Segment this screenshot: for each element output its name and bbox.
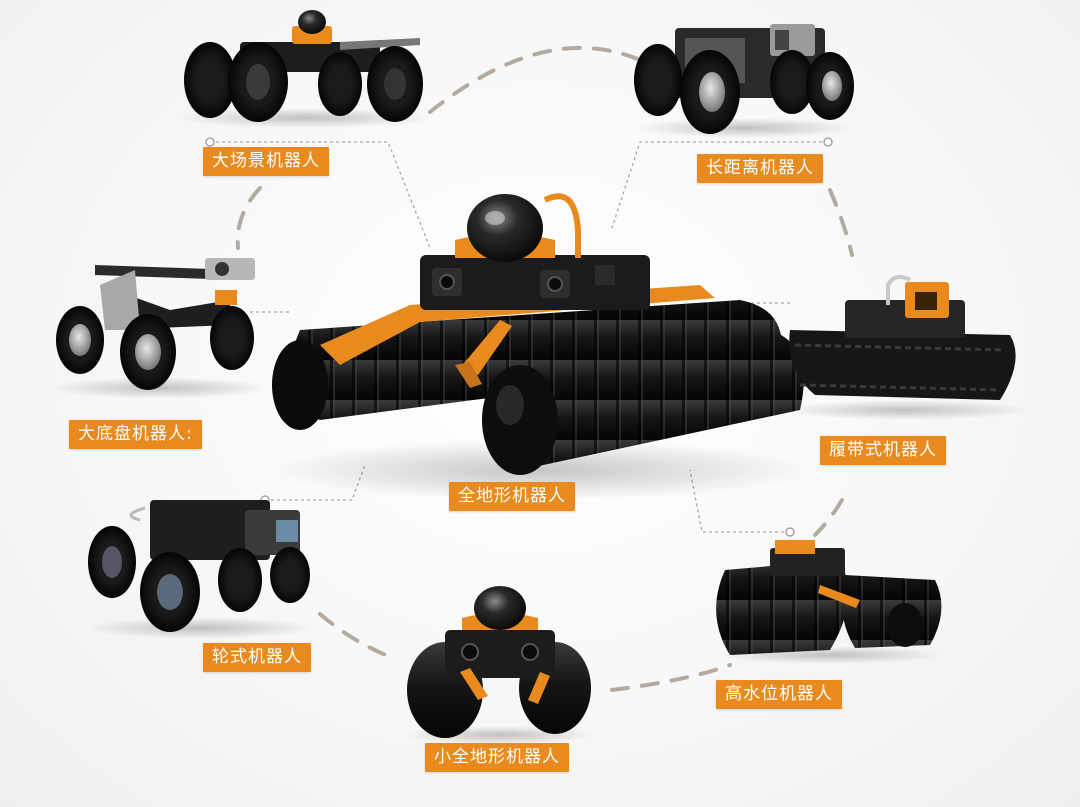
robot-big-chassis [50,258,270,399]
label-tracked: 履带式机器人 [820,436,946,465]
label-high-water: 高水位机器人 [716,680,842,709]
ring-arcs [235,45,854,692]
label-small-all-terrain: 小全地形机器人 [425,743,569,772]
leader-wheeled [265,464,366,501]
label-all-terrain: 全地形机器人 [449,482,575,511]
robot-wheeled [85,500,315,639]
arc-lower-left [318,612,390,658]
robot-large-scene [175,10,435,128]
label-big-chassis: 大底盘机器人: [69,420,202,449]
robot-all-terrain [270,193,810,500]
arc-top [428,45,642,114]
leader-lines [210,141,828,533]
label-wheeled: 轮式机器人 [203,643,311,672]
arc-upper-left [235,186,262,250]
arc-bottom-right [610,663,732,692]
robot-long-range [634,24,855,138]
robot-small-all-terrain [405,586,595,744]
robot-tracked [780,274,1030,420]
leader-large-scene [210,141,431,249]
leader-end-dots [205,137,833,537]
arc-upper-right [828,188,854,257]
robot-high-water [715,540,945,664]
label-large-scene: 大场景机器人 [203,147,329,176]
arc-right-middle [813,498,844,537]
leader-long-range [611,141,828,229]
label-long-range: 长距离机器人 [697,154,823,183]
